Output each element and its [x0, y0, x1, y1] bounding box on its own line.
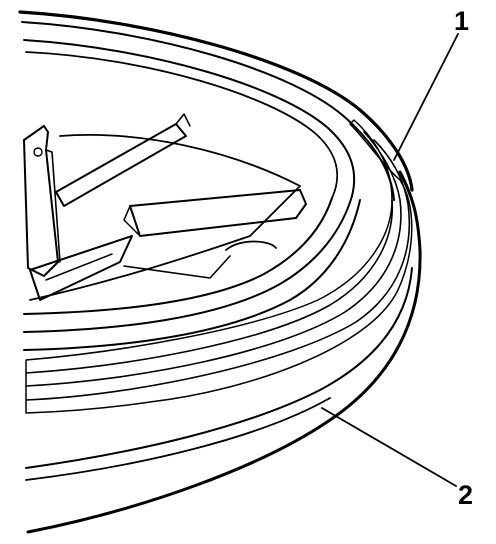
- bracket-hole-icon: [33, 147, 43, 157]
- floor-slot: [225, 240, 277, 251]
- seal-lip-line-3: [25, 139, 411, 401]
- floor-plate: [29, 134, 301, 301]
- interior-parts: [23, 113, 307, 301]
- floor-step: [123, 255, 231, 279]
- housing-lower-inner: [25, 267, 413, 469]
- housing-lower-edge: [26, 170, 422, 534]
- drum-rim-arc-3: [23, 39, 356, 197]
- callout-2-leader: [321, 407, 457, 487]
- horizontal-plate: [129, 189, 307, 237]
- callout-1: 1: [393, 6, 469, 161]
- callout-1-leader: [393, 33, 459, 161]
- callout-2: 2: [321, 407, 473, 510]
- seal-lip-line-1: [25, 199, 394, 374]
- housing-bottom-band: [25, 397, 331, 481]
- callout-2-label: 2: [458, 480, 473, 510]
- drum-rim-arc-4: [25, 51, 339, 199]
- lower-channel: [29, 235, 133, 301]
- rim-front-face: [23, 195, 353, 333]
- left-bracket-face: [45, 149, 61, 263]
- hub-rim: [18, 10, 422, 534]
- rim-front-lower: [23, 199, 361, 351]
- angled-strut-edge: [175, 113, 191, 127]
- drum-rim-arc-2: [21, 21, 395, 201]
- angled-strut: [55, 123, 187, 207]
- seal-lip-line-2: [25, 131, 402, 387]
- horizontal-plate-edge: [123, 205, 141, 237]
- lower-channel-inner: [45, 253, 113, 281]
- rim-front-face-inner: [23, 197, 333, 315]
- callout-1-label: 1: [454, 6, 469, 36]
- drum-outer-arc: [18, 10, 414, 192]
